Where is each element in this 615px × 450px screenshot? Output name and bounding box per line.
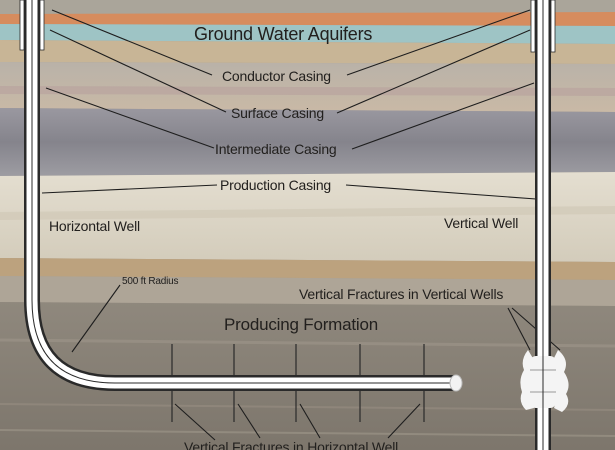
leader-vertical-fractures-1 — [507, 307, 531, 351]
horizontal-well-label: Horizontal Well — [49, 218, 140, 234]
leader-radius — [71, 284, 121, 353]
leader-production-left — [41, 184, 218, 194]
leader-conductor-right — [346, 9, 531, 76]
vertical-fractures-horizontal-label: Vertical Fractures in Horizontal Well — [184, 439, 399, 450]
leader-intermediate-right — [351, 82, 535, 150]
aquifer-band — [0, 24, 615, 44]
leader-surface-left — [49, 29, 227, 113]
casing-step — [19, 0, 25, 51]
leader-horizontal-fractures-2 — [237, 403, 261, 439]
casing-step — [39, 0, 45, 51]
fracture-blob-right — [553, 350, 569, 412]
leader-horizontal-fractures-4 — [387, 403, 421, 439]
leader-horizontal-fractures-1 — [174, 403, 216, 441]
gray-shale-layer — [0, 108, 615, 176]
horizontal-well-pipe — [19, 0, 463, 392]
horizontal-well-core — [31, 0, 455, 384]
leader-production-right — [345, 184, 537, 200]
formation-streak-2 — [0, 403, 615, 411]
mauve-band — [0, 86, 615, 96]
tan-band — [0, 40, 615, 64]
production-casing-label: Production Casing — [220, 177, 331, 193]
vertical-fractures-vertical-label: Vertical Fractures in Vertical Wells — [299, 286, 504, 302]
vertical-well-label: Vertical Well — [444, 215, 519, 231]
formation-streak-1 — [0, 338, 615, 348]
producing-formation-label: Producing Formation — [224, 315, 378, 334]
casing-step — [530, 0, 536, 53]
surface-casing-label: Surface Casing — [231, 105, 324, 121]
radius-label: 500 ft Radius — [122, 276, 179, 287]
vertical-well-fractures — [520, 350, 569, 412]
conductor-casing-label: Conductor Casing — [222, 68, 331, 84]
formation-streak-3 — [0, 429, 615, 437]
aquifers-label: Ground Water Aquifers — [194, 24, 373, 44]
upper-formation-layer — [0, 276, 615, 306]
leader-intermediate-left — [45, 87, 215, 149]
leader-conductor-left — [51, 9, 213, 76]
casing-step — [550, 0, 556, 53]
orange-band — [0, 12, 615, 26]
horizontal-well-tip — [449, 374, 463, 392]
leader-horizontal-fractures-3 — [299, 403, 321, 439]
sand-streak — [0, 206, 615, 220]
leader-surface-right — [336, 29, 531, 114]
leader-lines — [41, 9, 561, 441]
top-soil-layer — [0, 0, 615, 14]
ochre-band — [0, 258, 615, 280]
intermediate-casing-label: Intermediate Casing — [215, 141, 337, 157]
